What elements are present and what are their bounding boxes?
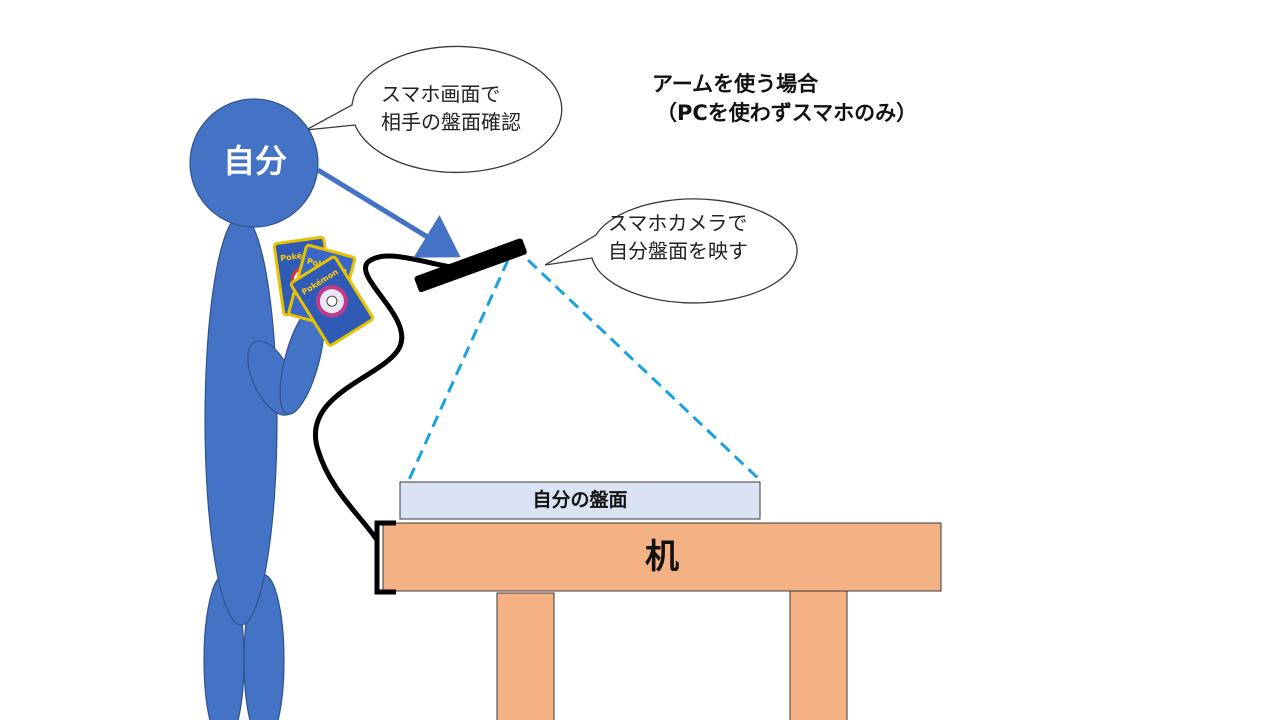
pokemon-cards: Pokémon Pokémon Pokémon	[272, 235, 374, 347]
bubble-camera-line-1: スマホカメラで	[608, 211, 748, 235]
diagram-title: アームを使う場合 （PCを使わずスマホのみ）	[652, 70, 917, 128]
card-front: Pokémon	[289, 255, 374, 347]
bubble-camera-line-2: 自分盤面を映す	[608, 239, 748, 263]
board-label: 自分の盤面	[532, 489, 628, 511]
smartphone	[414, 238, 527, 293]
sight-arrow	[316, 167, 461, 258]
person-label: 自分	[222, 142, 287, 180]
title-line-2: （PCを使わずスマホのみ）	[656, 101, 918, 125]
speech-bubble-top	[305, 45, 563, 174]
desk-top	[382, 522, 942, 592]
person-head	[189, 98, 319, 228]
desk-leg-left	[496, 592, 555, 720]
desk-label: 机	[645, 537, 679, 577]
speech-bubble-camera	[544, 198, 798, 304]
desk-leg-right	[789, 586, 848, 720]
person-body	[204, 214, 278, 626]
speech-bubble-camera-text: スマホカメラで 自分盤面を映す	[608, 209, 748, 265]
person-figure	[189, 98, 325, 720]
arm-clamp	[374, 520, 396, 595]
camera-view-left-line	[406, 259, 510, 483]
title-line-1: アームを使う場合	[652, 72, 819, 96]
bubble-top-line-2: 相手の盤面確認	[381, 110, 521, 134]
phone-arm	[313, 253, 459, 543]
bubble-top-line-1: スマホ画面で	[381, 82, 501, 106]
speech-bubble-top-text: スマホ画面で 相手の盤面確認	[381, 80, 521, 136]
board	[399, 481, 761, 520]
camera-view-right-line	[526, 258, 764, 484]
